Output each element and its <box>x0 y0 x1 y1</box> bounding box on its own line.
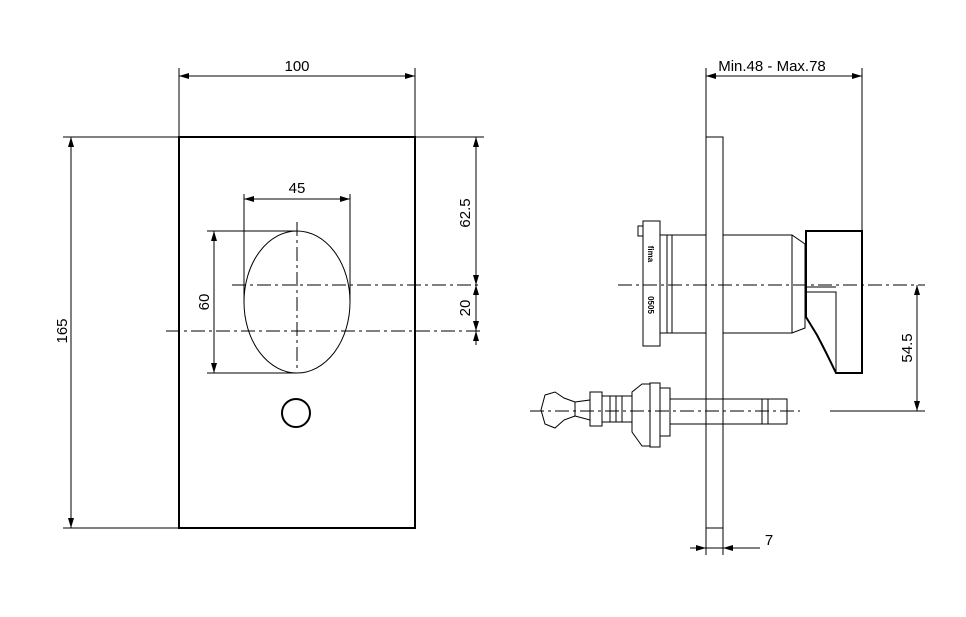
cartridge <box>540 382 788 448</box>
handle-width-label: 45 <box>289 180 306 197</box>
front-plate-outline <box>178 136 416 529</box>
spindle-sleeve <box>722 234 806 334</box>
brand-mark: fima <box>646 246 655 263</box>
side-plate <box>705 136 724 529</box>
dimension-width: 100 <box>178 58 416 137</box>
depth-range-label: Min.48 - Max.78 <box>718 58 826 75</box>
dimension-handle-height: 60 <box>196 230 297 374</box>
side-view: fima 0505 <box>530 136 925 529</box>
dimension-height: 165 <box>54 136 179 529</box>
dimension-handle-width: 45 <box>243 180 351 302</box>
diverter-button-circle <box>281 398 311 428</box>
code-mark: 0505 <box>646 296 655 314</box>
flange-ring <box>642 220 661 347</box>
handle-profile <box>805 230 863 374</box>
mixer-body <box>659 234 707 334</box>
front-view <box>166 136 480 529</box>
dimension-axis-distance: 54.5 <box>830 285 925 412</box>
axis-offset-label: 20 <box>457 300 474 317</box>
height-label: 165 <box>54 318 71 343</box>
handle-height-label: 60 <box>196 294 213 311</box>
axis-distance-label: 54.5 <box>899 333 916 362</box>
dimension-depth-range: Min.48 - Max.78 <box>705 58 863 231</box>
top-offset-label: 62.5 <box>457 198 474 227</box>
dimension-right-offsets: 62.5 20 <box>415 136 484 345</box>
width-label: 100 <box>284 58 309 75</box>
plate-thickness-label: 7 <box>765 532 773 549</box>
dimension-plate-thickness: 7 <box>690 528 773 555</box>
